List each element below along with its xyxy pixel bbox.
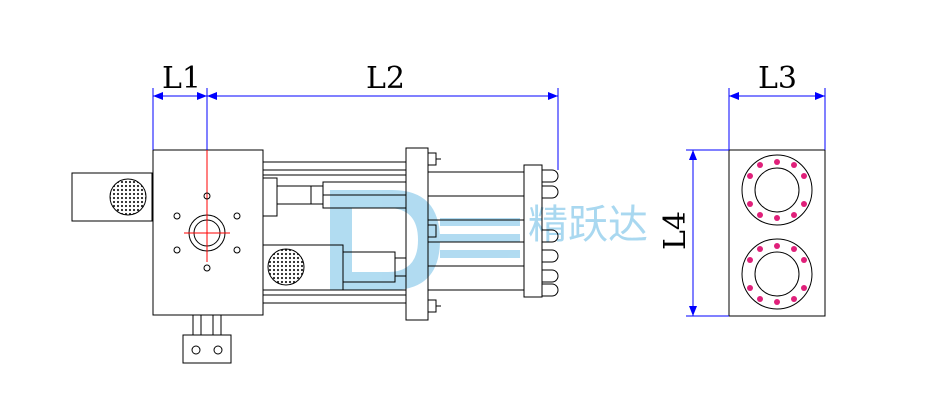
- dim-label-l2: L2: [366, 61, 405, 96]
- dim-label-l4: L4: [658, 211, 693, 250]
- plate-nuts: [427, 152, 441, 313]
- upper-port: [741, 154, 813, 226]
- lower-port-bolts: [747, 243, 807, 305]
- bottom-mount: [182, 314, 232, 364]
- front-view: L1 L2: [71, 61, 559, 364]
- dimension-l1-l2: [152, 88, 559, 170]
- lower-filter-mesh: [267, 248, 305, 286]
- watermark-logo: [330, 190, 520, 290]
- dim-label-l3: L3: [758, 61, 797, 96]
- lower-port: [741, 238, 813, 310]
- upper-port-bolts: [747, 159, 807, 221]
- dimension-l3: [728, 88, 826, 150]
- side-view: L3 L4: [658, 61, 826, 317]
- body-bolts: [173, 192, 241, 272]
- inlet-block: [71, 172, 153, 222]
- hydraulic-cylinders: [427, 164, 543, 298]
- dimension-l4: [686, 149, 729, 317]
- slide-plate-lower: [262, 244, 407, 291]
- cylinder-caps: [542, 169, 559, 297]
- dim-label-l1: L1: [162, 61, 201, 96]
- side-body: [728, 149, 826, 317]
- watermark-text: 精跃达: [528, 202, 648, 248]
- inlet-filter-mesh: [109, 178, 147, 216]
- main-body: [152, 149, 264, 316]
